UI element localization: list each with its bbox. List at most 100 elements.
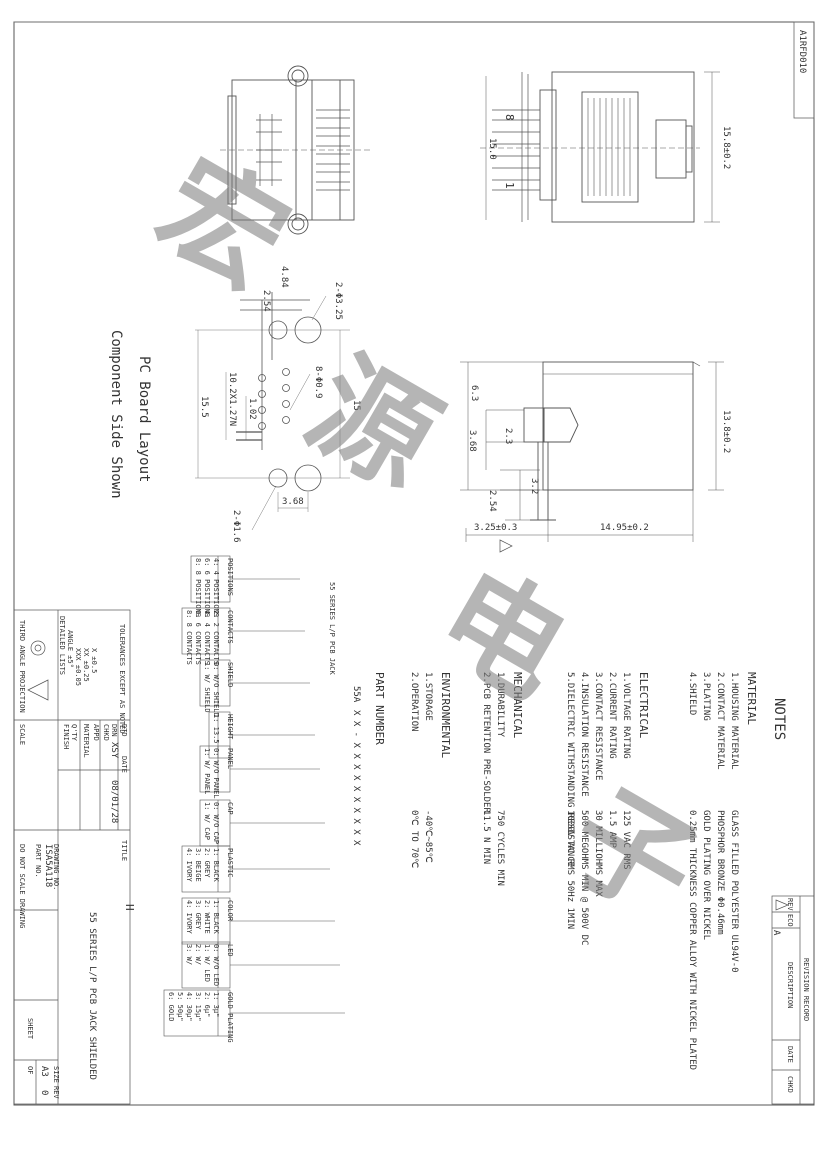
revision-col-rev: REV <box>786 898 794 911</box>
environmental-note-key: 2.OPERATION <box>409 672 419 732</box>
sheet-border <box>13 21 815 1106</box>
pcb-title-1: PC Board Layout <box>136 356 152 482</box>
tolerance-head: DETAILED LISTS <box>58 616 66 675</box>
front-dim-width: 15.0 <box>487 138 497 160</box>
label-dtd: DTD <box>120 724 128 737</box>
dwg-no: ISA5A118 <box>43 844 53 887</box>
electrical-note-value: 500 MEGOHMS MIN @ 500V DC <box>579 810 589 945</box>
watermark-char-2: 源 <box>286 333 460 515</box>
tol-row-4: ANGLE ±5° <box>66 630 74 668</box>
electrical-head: ELECTRICAL <box>637 672 650 739</box>
part-option-title: PANEL <box>226 748 234 769</box>
pcb-title-2: Component Side Shown <box>108 330 124 499</box>
rev-value: 0 <box>39 1090 49 1095</box>
part-option-row: 0: W/O PANEL <box>212 748 220 799</box>
environmental-note-key: 1.STORAGE <box>423 672 433 721</box>
label-qty: Q'TY <box>70 724 78 742</box>
mechanical-note-key: 1.DURABILITY <box>495 672 505 738</box>
pcb-d-368: 3.68 <box>282 497 304 507</box>
part-option-row: 4: 4 CONTACTS <box>203 610 211 665</box>
part-option-title: POSITIONS <box>226 558 234 596</box>
part-option-row: 0: W/O LED <box>212 944 220 986</box>
electrical-note-value: 30 MILLIOHMS MAX <box>593 810 603 897</box>
notes-section: NOTES MATERIAL 1.HOUSING MATERIAL GLASS F… <box>409 672 787 1070</box>
front-dim-height: 15.8±0.2 <box>721 126 731 169</box>
side-dim-height: 13.8±0.2 <box>721 410 731 453</box>
side-dim-b: 2.3 <box>503 428 513 444</box>
size-label: SIZE <box>52 1066 60 1083</box>
label-finish: FINISH <box>62 724 70 749</box>
electrical-note-key: 3.CONTACT RESISTANCE <box>593 672 603 780</box>
part-option-row: 1: W/ SHIELD <box>203 662 211 713</box>
part-number-series: 55A <box>351 686 361 703</box>
revision-rev: A <box>771 930 781 936</box>
pcb-d-254: 2.54 <box>261 290 271 312</box>
dont-scale-warning: DO NOT SCALE DRAWING <box>18 844 26 928</box>
part-option-row: 4: 4 POSITIONS <box>212 558 220 617</box>
part-option-row: 3: BEIGE <box>194 848 202 882</box>
notes-title: NOTES <box>771 698 787 740</box>
material-note-value: GOLD PLATING OVER NICKEL <box>701 810 711 940</box>
part-option-row: 6: GOLD <box>167 992 175 1022</box>
pcb-layout <box>195 292 350 531</box>
material-note-value: GLASS FILLED POLYESTER UL94V-0 <box>729 810 739 973</box>
part-option-row: 5: 50μ" <box>176 992 184 1022</box>
part-option-row: 4: IVORY <box>185 900 193 935</box>
label-appd: APPD <box>92 724 100 741</box>
material-note-key: 1.HOUSING MATERIAL <box>729 672 739 770</box>
tol-row-2: XX ±0.25 <box>82 648 90 682</box>
part-number-series-label: 55 SERIES L/P PCB JACK <box>328 582 336 676</box>
material-note-key: 4.SHIELD <box>687 672 697 715</box>
electrical-note-value: 1.5 AMP <box>607 810 617 849</box>
pcb-d-hole-pin: 2-Φ1.6 <box>231 510 241 543</box>
revision-col-description: DESCRIPTION <box>786 962 794 1008</box>
pcb-d-pitch: 10.2X1.27N <box>227 372 237 426</box>
part-option-row: 0: W/O SHIELD <box>212 662 220 717</box>
part-option-row: 4: 30μ" <box>185 992 193 1022</box>
title-letter: H <box>123 904 136 911</box>
side-dim-d: 3.2 <box>529 478 539 494</box>
part-option-row: 8: 8 CONTACTS <box>185 610 193 665</box>
revision-col-eco: ECO <box>786 914 794 927</box>
tol-row-3: XXX ±0.05 <box>74 648 82 686</box>
title-block <box>13 609 131 1105</box>
mechanical-note-key: 2.PCB RETENTION PRE-SOLDER <box>481 672 491 813</box>
material-note-key: 2.CONTACT MATERIAL <box>715 672 725 770</box>
part-option-row: 1: 3μ" <box>212 992 220 1017</box>
part-number-section: PART NUMBER 55A X X - X X X X X X X X X … <box>163 555 386 1043</box>
sheet-label: SHEET <box>26 1018 34 1040</box>
part-option-row: 2: GREY <box>203 848 211 878</box>
material-note-value: PHOSPHOR BRONZE Φ0.46mm <box>715 810 725 935</box>
part-option-row: 4: IVORY <box>185 848 193 883</box>
mechanical-note-value: 11.5 N MIN <box>481 810 491 864</box>
part-option-row: 6: 6 POSITIONS <box>203 558 211 617</box>
part-option-row: 3: W/ <box>185 944 193 965</box>
part-option-title: PLASTIC <box>226 848 234 878</box>
part-option-row: 3: GREY <box>194 900 202 930</box>
part-number-head: PART NUMBER <box>373 672 386 745</box>
pcb-d-hole-big: 2-Φ3.25 <box>333 282 343 320</box>
tol-row-1: X ±0.5 <box>90 648 98 673</box>
material-head: MATERIAL <box>745 672 758 725</box>
material-note-key: 3.PLATING <box>701 672 711 721</box>
part-option-row: 1: W/ PANEL <box>203 748 211 794</box>
part-number-code: X X - X X X X X X X X X X <box>351 710 361 846</box>
part-option-row: 1: W/ CAP <box>203 802 211 840</box>
doc-code: A1RFD010 <box>797 30 807 73</box>
pcb-d-15: 15 <box>351 400 361 411</box>
title-value: 55 SERIES L/P PCB JACK SHIELDED <box>87 912 97 1080</box>
of-label: OF <box>26 1066 34 1074</box>
pcb-d-hole-small: 8-Φ0.9 <box>313 366 323 399</box>
revision-col-date: DATE <box>786 1046 794 1063</box>
part-no-label: PART NO. <box>34 844 42 878</box>
environmental-note-value: 0℃ TO 70℃ <box>409 810 419 868</box>
pcb-d-155: 15.5 <box>199 396 209 418</box>
environmental-head: ENVIRONMENTAL <box>439 672 452 758</box>
label-chkd: CHKD <box>102 724 110 741</box>
part-option-title: GOLD PLATING <box>226 992 234 1043</box>
part-option-row: 0: W/O CAP <box>212 802 220 844</box>
part-option-title: COLOR <box>226 900 234 922</box>
part-option-title: CONTACTS <box>226 610 234 644</box>
